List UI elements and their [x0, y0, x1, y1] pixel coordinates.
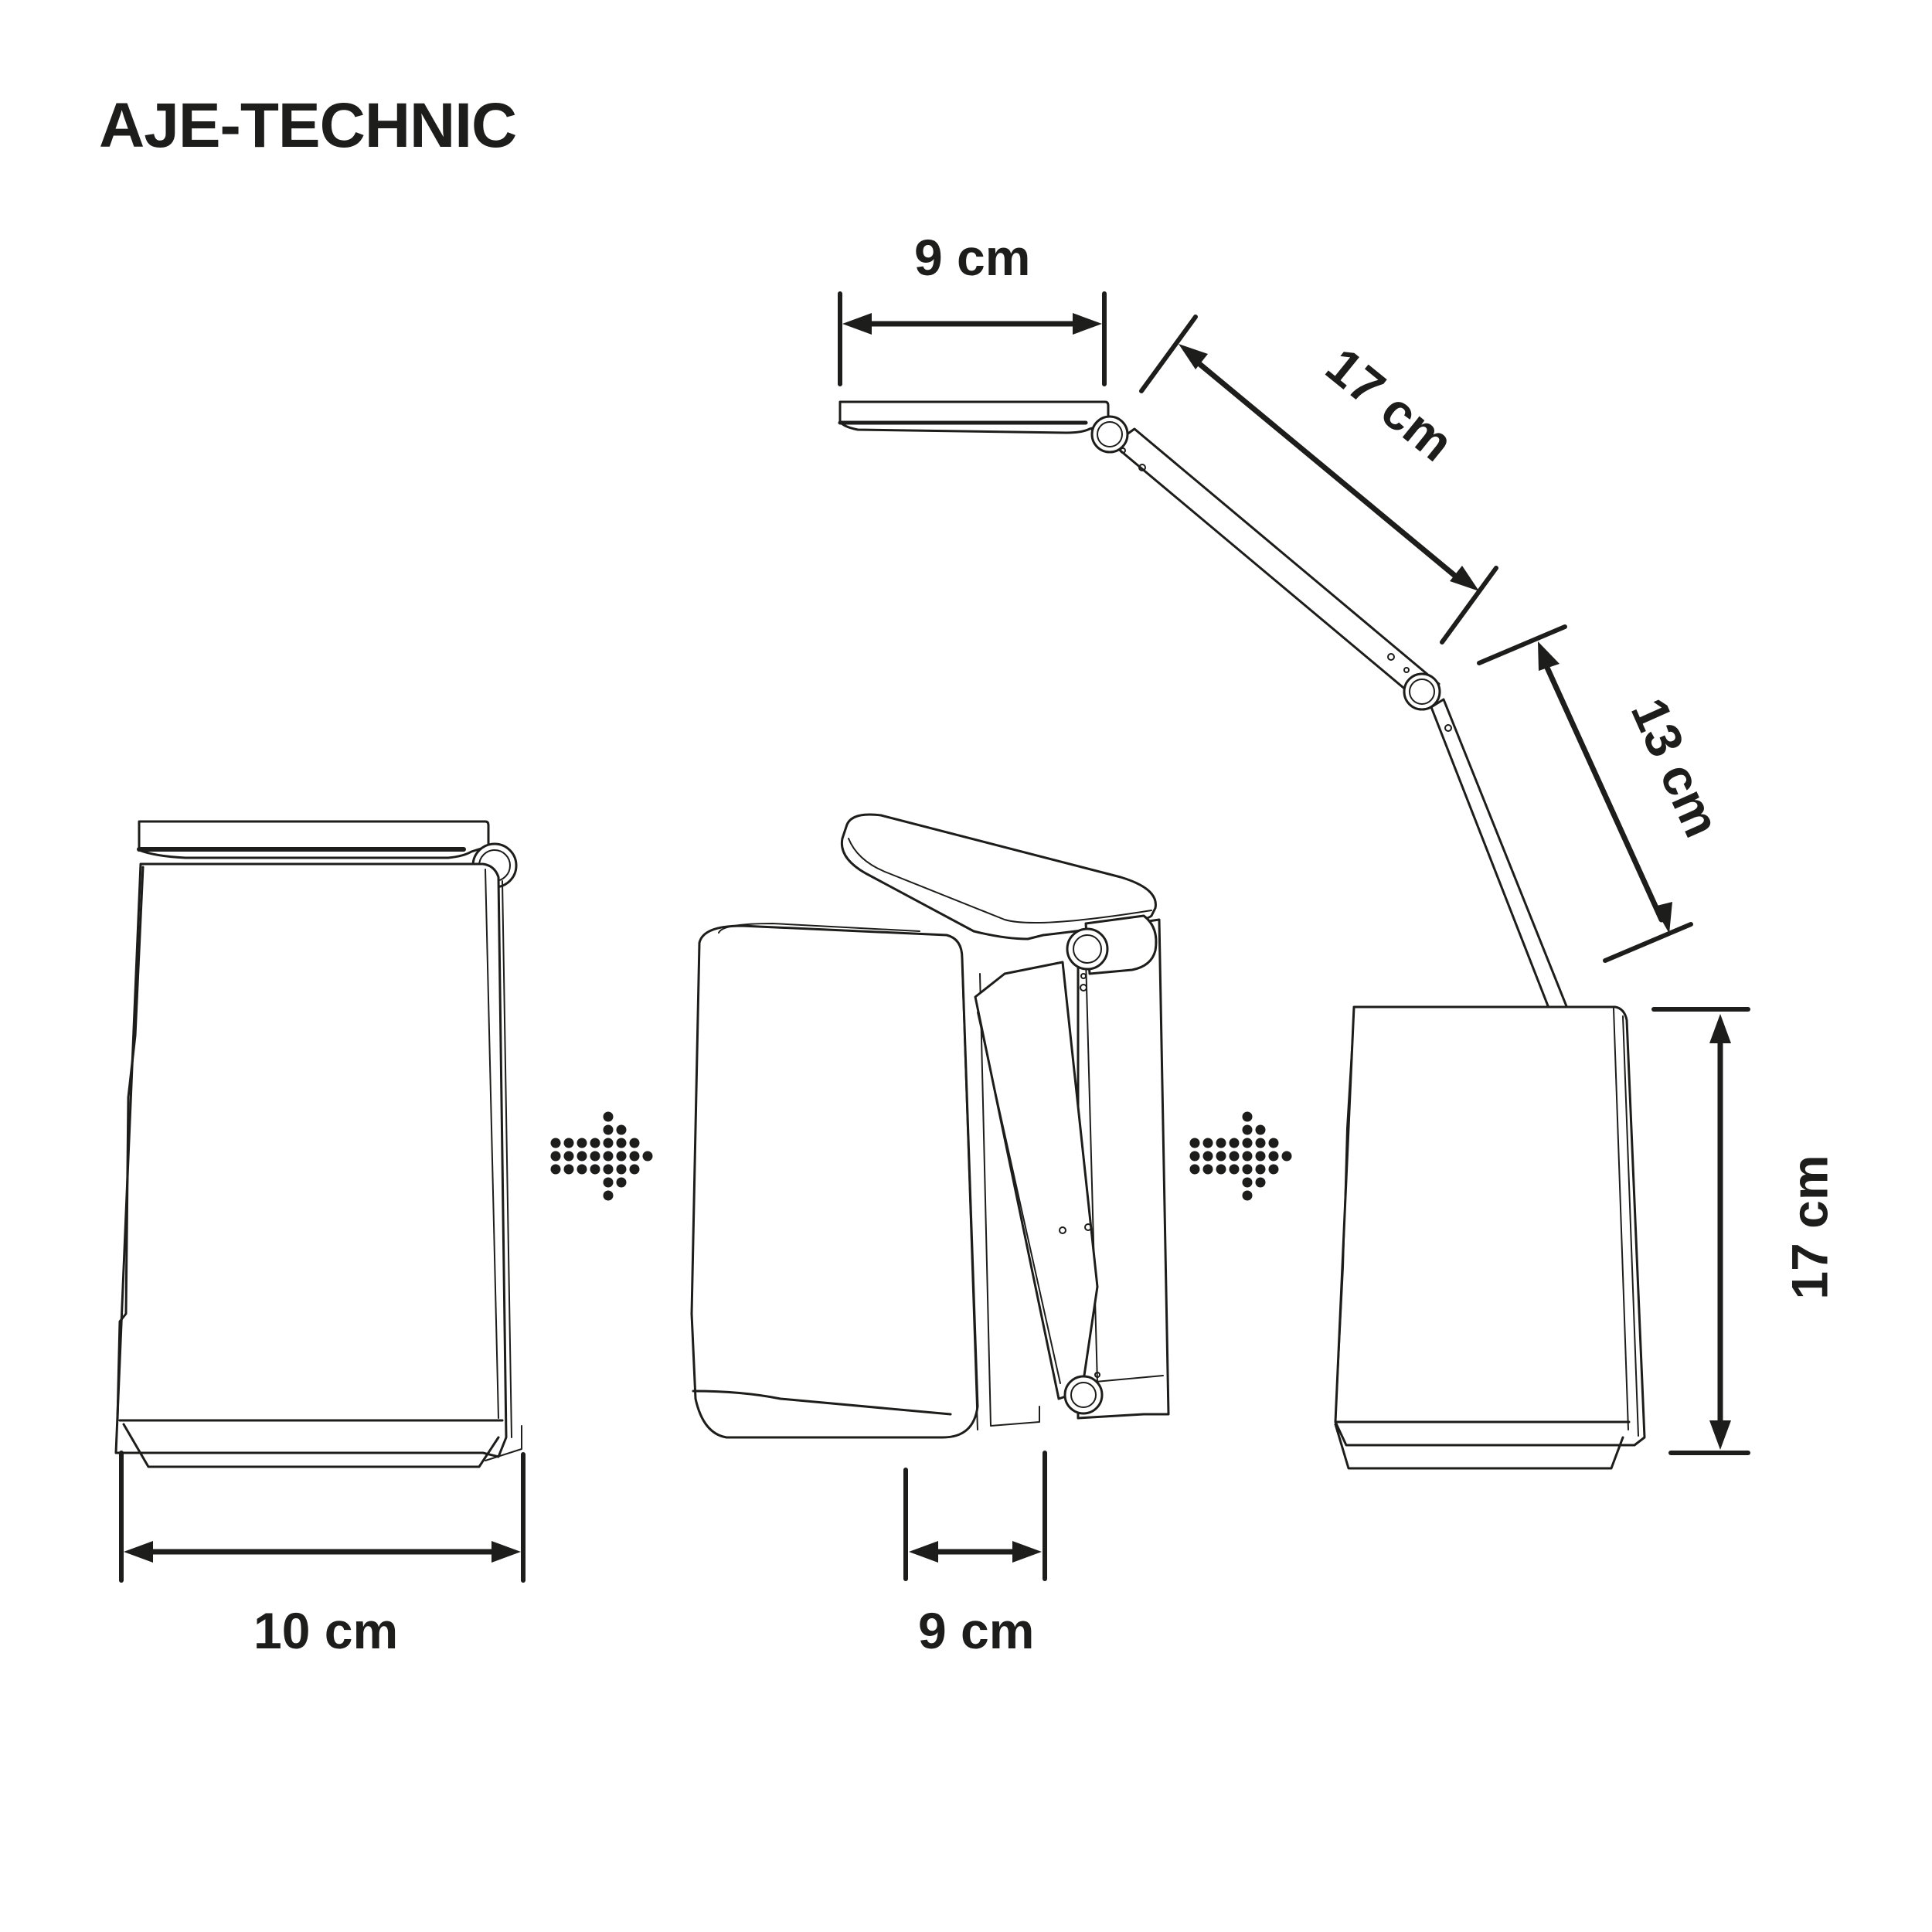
dimension-upper-arm — [1139, 315, 1498, 645]
brand-title: AJE-TECHNIC — [99, 90, 517, 161]
dimension-base-height — [1651, 1007, 1750, 1455]
folded-lamp-figure — [114, 820, 522, 1468]
dotted-right-arrow-icon — [1189, 1111, 1292, 1201]
dimension-lower-arm — [1477, 624, 1693, 963]
extended-lamp-figure — [838, 400, 1646, 1470]
label-head-width: 9 cm — [914, 229, 1031, 286]
dimension-folded-width — [119, 1451, 526, 1583]
dimension-unfolding-depth — [903, 1451, 1047, 1581]
label-folded-width: 10 cm — [253, 1602, 399, 1659]
label-base-height: 17 cm — [1781, 1155, 1838, 1300]
label-unfolding-depth: 9 cm — [918, 1602, 1035, 1659]
dimension-head-width — [838, 291, 1107, 386]
unfolding-lamp-figure — [690, 813, 1170, 1439]
dotted-right-arrow-icon — [550, 1111, 653, 1201]
